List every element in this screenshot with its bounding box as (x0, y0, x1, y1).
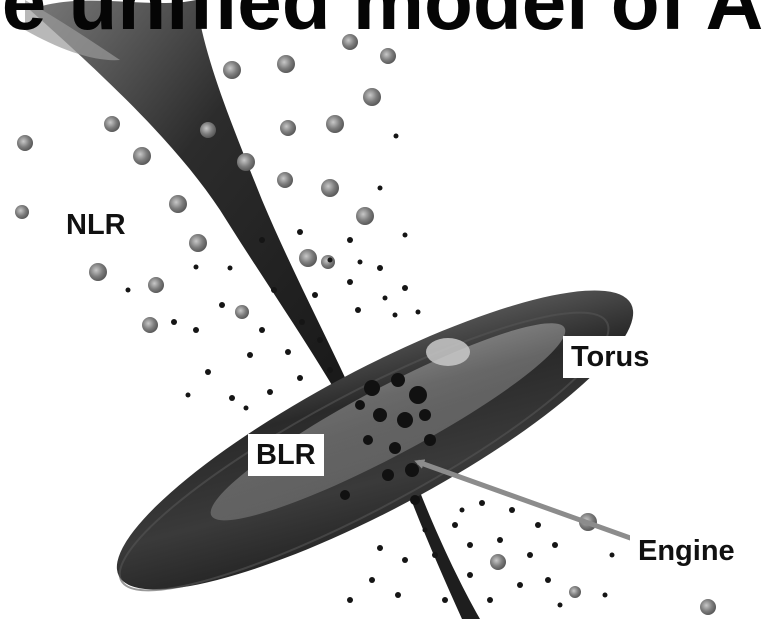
label-engine: Engine (630, 530, 743, 572)
torus-highlight (426, 338, 470, 366)
engine-arrow (418, 462, 636, 540)
label-nlr: NLR (58, 204, 134, 246)
label-blr: BLR (248, 434, 324, 476)
title-fragment: e unified model of A (0, 0, 765, 42)
torus (86, 242, 664, 619)
label-torus: Torus (563, 336, 657, 378)
